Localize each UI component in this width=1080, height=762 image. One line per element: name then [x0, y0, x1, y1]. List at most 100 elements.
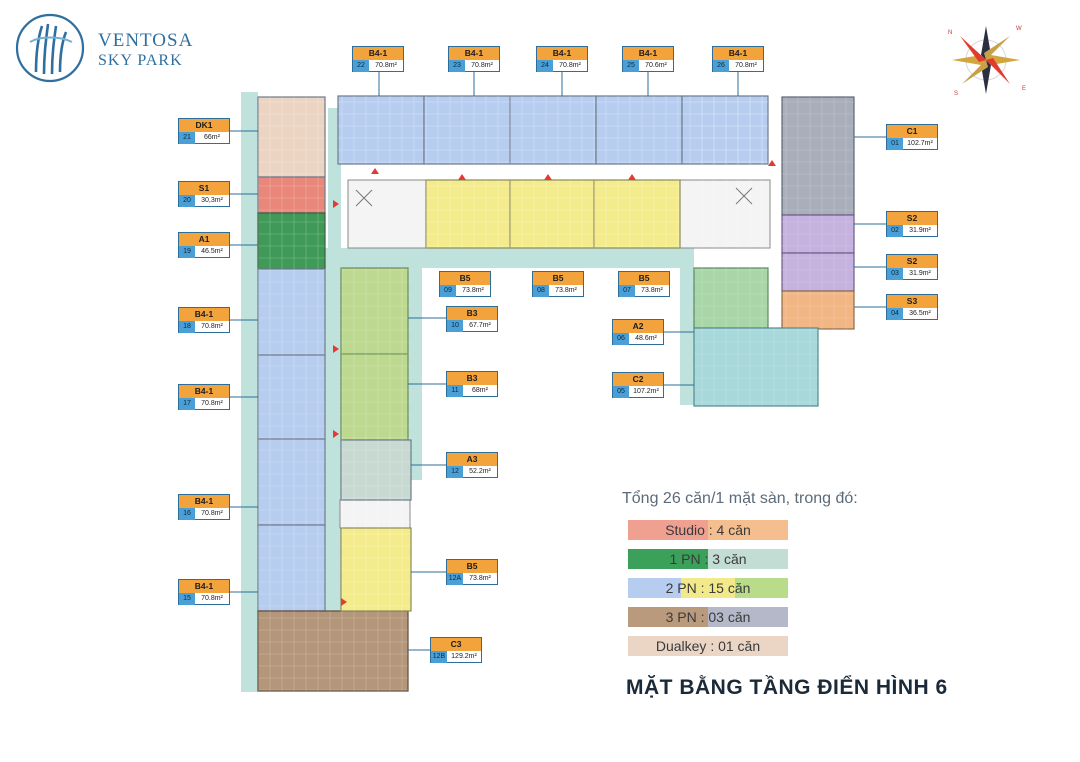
unit-area: 70.6m² [645, 62, 667, 69]
unit-area: 36.5m² [909, 310, 931, 317]
leader-lines [230, 72, 886, 651]
unit-type: B4-1 [179, 308, 229, 321]
corridor [241, 92, 694, 692]
unit-area: 30,3m² [201, 197, 223, 204]
floor-title: MẶT BẰNG TẦNG ĐIỂN HÌNH 6 [626, 676, 948, 699]
unit-number: 04 [887, 308, 903, 320]
unit-area: 73.8m² [469, 575, 491, 582]
unit-type: B3 [447, 307, 497, 320]
summary-title: Tổng 26 căn/1 mặt sàn, trong đó: [622, 490, 858, 507]
unit-type: B4-1 [179, 495, 229, 508]
unit-type: A3 [447, 453, 497, 466]
unit-area: 52.2m² [469, 468, 491, 475]
unit-number: 08 [533, 285, 549, 297]
unit-type: B3 [447, 372, 497, 385]
unit-area: 70.8m² [201, 595, 223, 602]
unit-number: 23 [449, 60, 465, 72]
unit-type: DK1 [179, 119, 229, 132]
unit-type: B4-1 [179, 580, 229, 593]
unit-number: 16 [179, 508, 195, 520]
legend-item: 2 PN : 15 căn [628, 578, 788, 598]
unit-area: 66m² [204, 134, 220, 141]
unit-number: 11 [447, 385, 463, 397]
door-markers [333, 160, 776, 606]
unit-area: 107.2m² [633, 388, 659, 395]
unit-area: 73.8m² [462, 287, 484, 294]
right-column-units [693, 96, 855, 407]
unit-area: 68m² [472, 387, 488, 394]
legend-item: Dualkey : 01 căn [628, 636, 788, 656]
unit-area: 70.8m² [201, 400, 223, 407]
unit-type: B4-1 [713, 47, 763, 60]
unit-number: 15 [179, 593, 195, 605]
unit-area: 73.8m² [641, 287, 663, 294]
left-column-units [257, 96, 326, 612]
unit-number: 09 [440, 285, 456, 297]
unit-number: 12A [447, 573, 463, 585]
middle-row-units [425, 179, 681, 249]
unit-type: B4-1 [179, 385, 229, 398]
compass-label-s: S [954, 91, 958, 97]
unit-area: 67.7m² [469, 322, 491, 329]
unit-type: S3 [887, 295, 937, 308]
unit-area: 31.9m² [909, 270, 931, 277]
unit-type: C3 [431, 638, 481, 651]
unit-number: 10 [447, 320, 463, 332]
unit-type: B5 [440, 272, 490, 285]
unit-area: 70.8m² [201, 510, 223, 517]
unit-number: 21 [179, 132, 195, 144]
logo-name: VENTOSA [98, 30, 194, 51]
unit-number: 25 [623, 60, 639, 72]
unit-number: 06 [613, 333, 629, 345]
unit-area: 31.9m² [909, 227, 931, 234]
unit-number: 24 [537, 60, 553, 72]
unit-type: B5 [619, 272, 669, 285]
unit-area: 102.7m² [907, 140, 933, 147]
unit-number: 17 [179, 398, 195, 410]
unit-number: 03 [887, 268, 903, 280]
unit-type: A2 [613, 320, 663, 333]
logo-subname: SKY PARK [98, 52, 183, 69]
compass-label-e: E [1022, 86, 1026, 92]
unit-area: 129.2m² [451, 653, 477, 660]
unit-type: B4-1 [623, 47, 673, 60]
unit-type: B4-1 [353, 47, 403, 60]
unit-area: 70.8m² [471, 62, 493, 69]
unit-number: 05 [613, 386, 629, 398]
unit-type: C1 [887, 125, 937, 138]
legend-item: Studio : 4 căn [628, 520, 788, 540]
unit-number: 20 [179, 195, 195, 207]
unit-type: S2 [887, 212, 937, 225]
logo-emblem-icon [15, 13, 85, 83]
unit-area: 70.8m² [735, 62, 757, 69]
inner-column-units [340, 267, 412, 612]
legend-item: 3 PN : 03 căn [628, 607, 788, 627]
unit-number: 01 [887, 138, 903, 150]
brand-logo: VENTOSA SKY PARK [14, 12, 214, 84]
unit-number: 19 [179, 246, 195, 258]
unit-number: 26 [713, 60, 729, 72]
unit-area: 70.8m² [375, 62, 397, 69]
